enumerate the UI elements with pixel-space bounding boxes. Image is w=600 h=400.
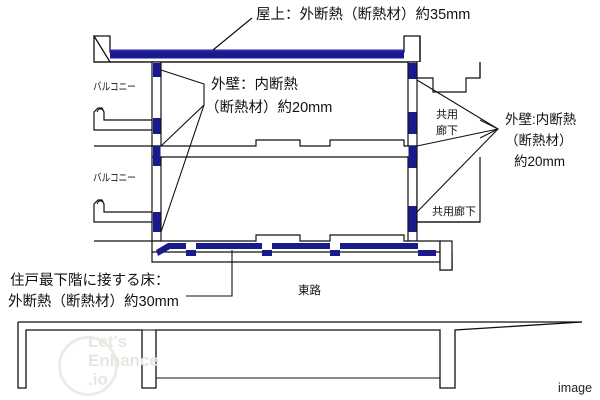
- bottom-slab-insulation: [156, 243, 436, 256]
- right-wall-insulation-lower2: [408, 206, 417, 232]
- bottom-right-column: [439, 240, 453, 271]
- annotation-roof-insulation: 屋上：外断熱（断熱材）約35mm: [256, 7, 471, 23]
- leader-roof: [212, 17, 253, 51]
- balcony-upper-slab: [93, 107, 153, 131]
- left-wall-insulation: [153, 63, 161, 77]
- leader-right-wall-mid: [416, 128, 499, 147]
- balcony-lower-rail-detail: [96, 200, 104, 205]
- upper-right-exterior-wall: [407, 61, 418, 147]
- annotation-exterior-wall-left-line2: （断熱材）約20mm: [205, 100, 333, 116]
- leader-left-wall-upper: [160, 69, 205, 147]
- balcony-lower-structure: [93, 199, 153, 223]
- bottom-slab-underside: [151, 252, 453, 270]
- leader-right-wall-lower: [416, 128, 499, 213]
- label-road: 東路: [298, 285, 321, 297]
- roof-insulation: [110, 51, 404, 59]
- corridor-lower-structure: [416, 157, 481, 223]
- label-corridor-upper-line2: 廊下: [436, 125, 458, 137]
- podium-outline: [17, 321, 583, 389]
- balcony-upper-structure: [93, 107, 153, 131]
- lower-podium-structure: [17, 321, 583, 389]
- figure-caption: image: [558, 381, 593, 395]
- right-wall-insulation-lower-upper: [408, 112, 417, 134]
- balcony-upper-rail-detail: [96, 108, 104, 113]
- label-corridor-upper-line1: 共用: [436, 109, 458, 121]
- corridor-upper-ceiling-profile: [416, 62, 481, 93]
- corridor-upper-structure: [416, 62, 481, 93]
- label-corridor-lower: 共用廊下: [432, 206, 476, 218]
- leader-right-wall-upper: [416, 79, 499, 130]
- bottom-slab-outline: [151, 234, 453, 271]
- annotation-exterior-wall-left-line1: 外壁：内断熱: [211, 77, 298, 93]
- roof-insulation-highlight: [110, 49, 404, 52]
- leader-lines: [160, 17, 500, 297]
- label-balcony-lower: バルコニー: [93, 172, 136, 184]
- annotation-exterior-wall-right-line1: 外壁:内断熱: [505, 112, 577, 127]
- leader-bottom-slab: [186, 250, 233, 297]
- annotation-exterior-wall-right-line3: 約20mm: [514, 154, 566, 169]
- annotation-exterior-wall-right-line2: （断熱材）: [505, 133, 573, 148]
- mid-floor-slab: [94, 139, 418, 158]
- right-wall-insulation: [408, 63, 417, 79]
- label-balcony-upper: バルコニー: [93, 81, 136, 93]
- right-wall-insulation-lower: [408, 146, 417, 168]
- left-wall-insulation-lower: [153, 146, 161, 166]
- leader-right-arrowhead: [479, 119, 500, 139]
- lower-right-exterior-wall: [407, 146, 418, 242]
- annotation-lowest-floor-line2: 外断熱（断熱材）約30mm: [8, 294, 179, 310]
- left-wall-insulation-lower-upper: [153, 118, 161, 134]
- leader-left-wall-lower: [160, 104, 205, 233]
- bottom-slab-assembly: [94, 234, 453, 271]
- roof-assembly: [92, 35, 421, 63]
- left-wall-insulation-lower2: [153, 212, 161, 232]
- upper-left-exterior-wall: [151, 61, 162, 147]
- lower-left-exterior-wall: [151, 146, 162, 242]
- annotation-lowest-floor-line1: 住戸最下階に接する床：: [10, 273, 170, 289]
- balcony-lower-slab: [93, 199, 153, 223]
